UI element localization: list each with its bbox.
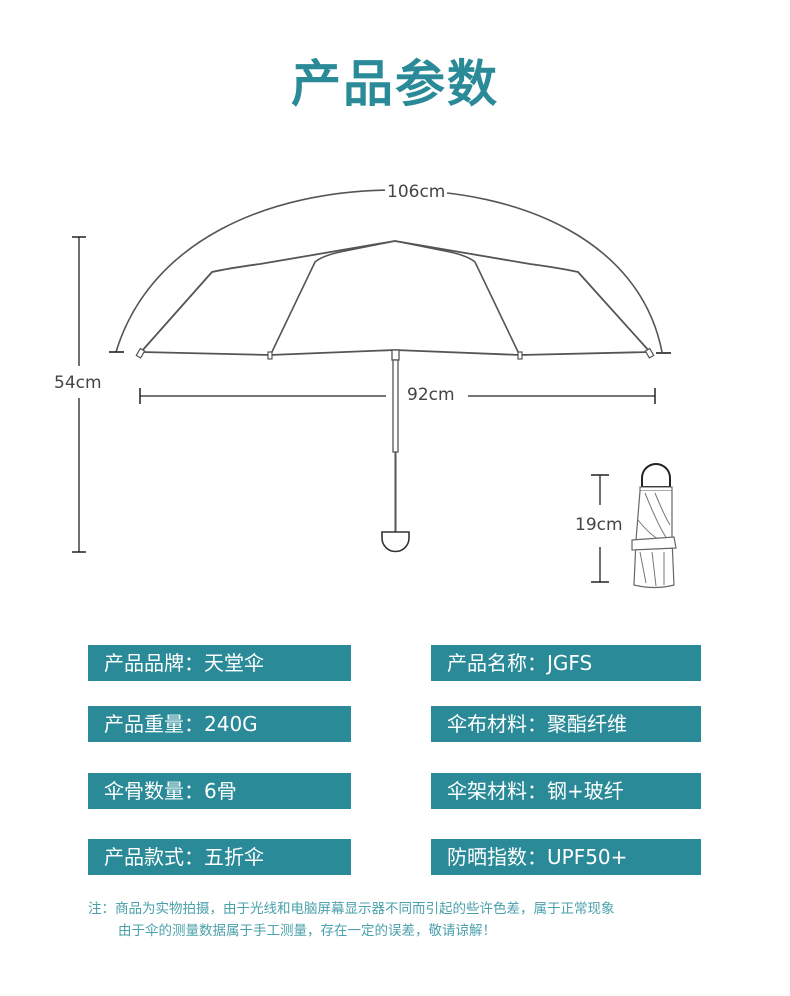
spec-value: 240G [204, 712, 258, 736]
spec-key: 伞布材料： [447, 712, 547, 736]
spec-key: 产品品牌： [104, 651, 204, 675]
folded-length-label: 19cm [573, 515, 625, 535]
spec-weight: 产品重量：240G [88, 706, 351, 742]
page-title: 产品参数 [291, 55, 499, 113]
spec-key: 伞骨数量： [104, 779, 204, 803]
spec-key: 产品名称： [447, 651, 547, 675]
spec-brand: 产品品牌：天堂伞 [88, 645, 351, 681]
spec-value: 五折伞 [204, 845, 264, 869]
spec-value: UPF50+ [547, 845, 628, 869]
spec-value: 6骨 [204, 779, 237, 803]
spec-name: 产品名称：JGFS [431, 645, 701, 681]
spec-key: 产品重量： [104, 712, 204, 736]
spec-value: 钢+玻纤 [547, 779, 624, 803]
spec-value: 天堂伞 [204, 651, 264, 675]
spec-key: 防晒指数： [447, 845, 547, 869]
arc-length-label: 106cm [385, 182, 448, 202]
spec-value: 聚酯纤维 [547, 712, 627, 736]
spec-ribs: 伞骨数量：6骨 [88, 773, 351, 809]
height-label: 54cm [52, 373, 104, 393]
note-line-2: 由于伞的测量数据属于手工测量，存在一定的误差，敬请谅解！ [118, 923, 496, 939]
note-line-1: 注：商品为实物拍摄，由于光线和电脑屏幕显示器不同而引起的些许色差，属于正常现象 [88, 901, 615, 917]
disclaimer-note: 注：商品为实物拍摄，由于光线和电脑屏幕显示器不同而引起的些许色差，属于正常现象 … [88, 898, 615, 942]
spec-frame: 伞架材料：钢+玻纤 [431, 773, 701, 809]
spec-value: JGFS [547, 651, 593, 675]
spec-style: 产品款式：五折伞 [88, 839, 351, 875]
spec-key: 伞架材料： [447, 779, 547, 803]
spec-key: 产品款式： [104, 845, 204, 869]
spec-fabric: 伞布材料：聚酯纤维 [431, 706, 701, 742]
spec-uv: 防晒指数：UPF50+ [431, 839, 701, 875]
diameter-label: 92cm [405, 385, 457, 405]
